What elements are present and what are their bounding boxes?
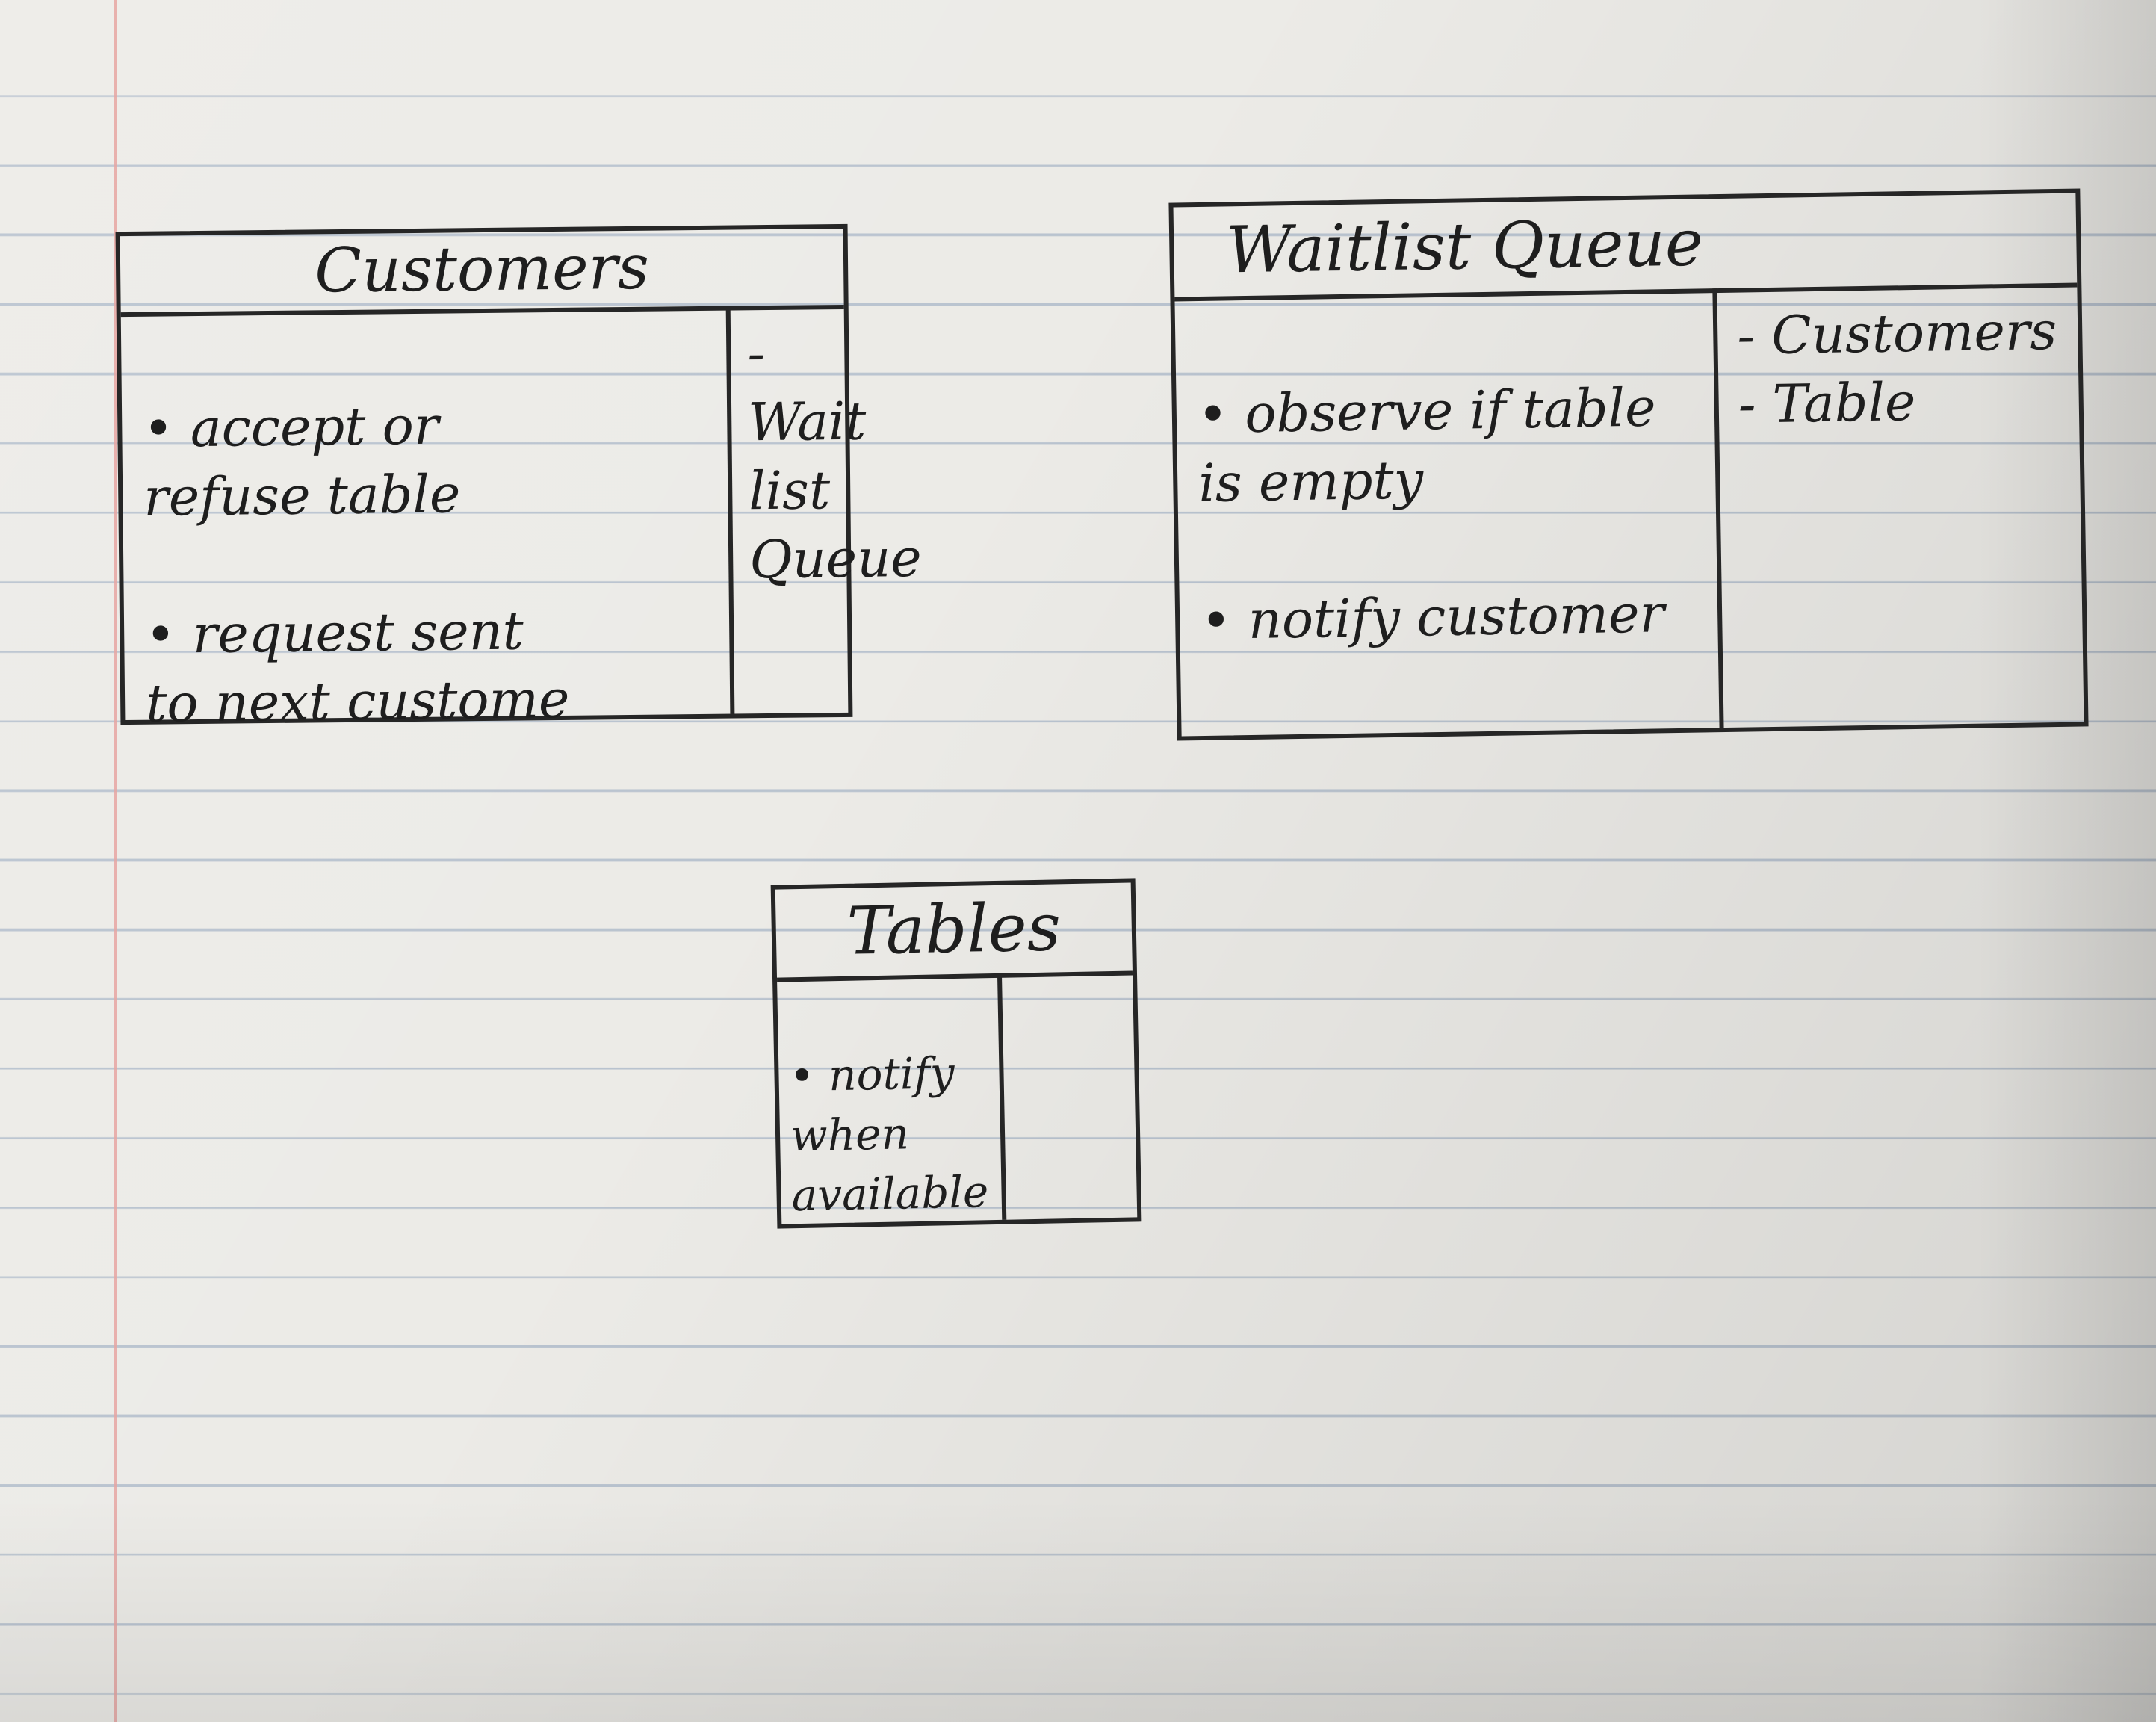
responsibility-item: • notify customer bbox=[1200, 583, 1665, 652]
responsibility-item: • observe if table is empty bbox=[1197, 377, 1657, 515]
responsibility-item: • request sent to next custome bbox=[144, 600, 570, 734]
card-title: Customers bbox=[120, 228, 844, 318]
collaborators-section bbox=[997, 970, 1138, 1220]
responsibilities-section: • observe if table is empty • notify cus… bbox=[1196, 303, 1741, 724]
crc-card-tables: Tables • notify when available bbox=[770, 878, 1142, 1229]
paper-edge-shadow bbox=[1977, 0, 2156, 1722]
responsibility-item: • notify when available bbox=[788, 1047, 989, 1221]
collaborators-section: - Wait list Queue bbox=[725, 304, 922, 714]
responsibilities-section: • notify when available bbox=[787, 982, 1010, 1285]
paper-bottom-shadow bbox=[0, 1498, 2156, 1722]
responsibility-item: • accept or refuse table bbox=[142, 394, 461, 528]
collaborators-section: - Customers - Table bbox=[1712, 282, 2089, 728]
card-title: Tables bbox=[775, 882, 1133, 982]
crc-card-waitlist-queue: Waitlist Queue • observe if table is emp… bbox=[1168, 188, 2089, 741]
red-margin-line bbox=[114, 0, 117, 1722]
responsibilities-section: • accept or refuse table • request sent … bbox=[142, 320, 730, 807]
crc-card-customers: Customers • accept or refuse table • req… bbox=[115, 223, 922, 734]
